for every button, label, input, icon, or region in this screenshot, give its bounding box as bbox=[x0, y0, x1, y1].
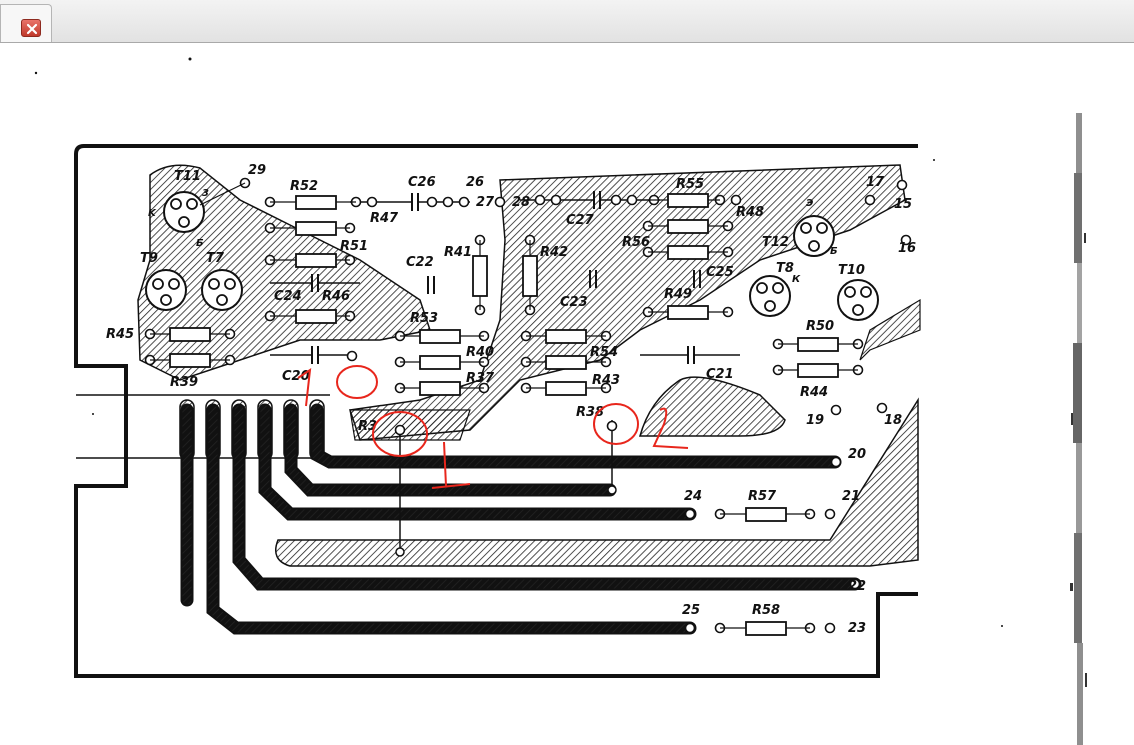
label-R40: R40 bbox=[466, 345, 494, 360]
label-R45: R45 bbox=[106, 327, 134, 342]
copper-area-right bbox=[639, 376, 786, 437]
pin-22: 22 bbox=[848, 579, 866, 594]
pin-18: 18 bbox=[884, 413, 902, 428]
label-R51: R51 bbox=[340, 239, 368, 254]
annotation-circle-2 bbox=[372, 411, 428, 457]
pin-labels: 29 26 27 28 17 15 16 19 18 20 21 22 23 2… bbox=[248, 163, 916, 636]
label-R50: R50 bbox=[806, 319, 834, 334]
label-R31: R3 bbox=[358, 419, 377, 434]
label-C24: C24 bbox=[274, 289, 302, 304]
svg-text:Б: Б bbox=[830, 246, 838, 257]
label-R48: R48 bbox=[736, 205, 764, 220]
label-C20: C20 bbox=[282, 369, 310, 384]
label-R38: R38 bbox=[576, 405, 604, 420]
label-T12: T12 bbox=[762, 235, 789, 250]
pin-23: 23 bbox=[848, 621, 866, 636]
label-R37: R37 bbox=[466, 371, 495, 386]
label-T10: T10 bbox=[838, 263, 865, 278]
label-R49: R49 bbox=[664, 287, 692, 302]
close-icon bbox=[26, 23, 38, 35]
label-R57: R57 bbox=[748, 489, 777, 504]
label-R56: R56 bbox=[622, 235, 650, 250]
svg-text:3: 3 bbox=[202, 188, 209, 199]
annotation-mark-3: 1 bbox=[446, 479, 447, 481]
pin-16: 16 bbox=[898, 241, 916, 256]
label-C23: C23 bbox=[560, 295, 588, 310]
close-tab-button[interactable] bbox=[21, 19, 41, 37]
pin-20: 20 bbox=[848, 447, 866, 462]
label-R41: R41 bbox=[444, 245, 472, 260]
annotation-circle-3 bbox=[593, 403, 639, 445]
label-C27: C27 bbox=[566, 213, 595, 228]
label-T8: T8 bbox=[776, 261, 794, 276]
svg-text:Э: Э bbox=[806, 198, 813, 209]
label-R54: R54 bbox=[590, 345, 618, 360]
label-C21: C21 bbox=[706, 367, 734, 382]
label-C25: C25 bbox=[706, 265, 734, 280]
label-T7: T7 bbox=[206, 251, 225, 266]
edge-fingers bbox=[179, 399, 325, 461]
copper-area-bottom-right bbox=[275, 397, 919, 567]
label-C26: C26 bbox=[408, 175, 436, 190]
copper-area-left bbox=[137, 164, 431, 381]
label-R55: R55 bbox=[676, 177, 704, 192]
svg-text:К: К bbox=[792, 274, 801, 285]
board-outline bbox=[74, 144, 918, 678]
label-R42: R42 bbox=[540, 245, 568, 260]
annotation-mark-2: 2 bbox=[660, 439, 661, 441]
red-annotations bbox=[297, 365, 689, 489]
label-R46: R46 bbox=[322, 289, 350, 304]
tab-bar bbox=[0, 0, 1134, 43]
label-R53: R53 bbox=[410, 311, 438, 326]
component-labels: T11 T9 T7 T12 T8 T10 R52 R47 R51 R46 R45… bbox=[106, 169, 865, 618]
transistor-pin-letters: K 3 Б К Э Б bbox=[148, 188, 838, 285]
label-R39: R39 bbox=[170, 375, 198, 390]
label-C22: C22 bbox=[406, 255, 434, 270]
annotation-circle-1 bbox=[336, 365, 378, 399]
label-T9: T9 bbox=[140, 251, 158, 266]
pin-17: 17 bbox=[866, 175, 885, 190]
pin-25: 25 bbox=[682, 603, 700, 618]
pcb-diagram: T11 T9 T7 T12 T8 T10 R52 R47 R51 R46 R45… bbox=[34, 57, 1003, 678]
pin-28: 28 bbox=[512, 195, 530, 210]
pin-19: 19 bbox=[806, 413, 824, 428]
pin-27: 27 bbox=[476, 195, 495, 210]
scan-edge-noise bbox=[1070, 113, 1087, 745]
label-R52: R52 bbox=[290, 179, 318, 194]
annotation-mark-1: 1 bbox=[300, 399, 301, 401]
image-viewer[interactable]: T11 T9 T7 T12 T8 T10 R52 R47 R51 R46 R45… bbox=[0, 43, 1134, 745]
label-R44: R44 bbox=[800, 385, 828, 400]
pin-29: 29 bbox=[248, 163, 266, 178]
document-tab[interactable] bbox=[0, 4, 52, 42]
svg-text:Б: Б bbox=[196, 238, 204, 249]
svg-text:K: K bbox=[148, 208, 157, 219]
pin-26: 26 bbox=[466, 175, 484, 190]
pin-15: 15 bbox=[894, 197, 912, 212]
pin-24: 24 bbox=[684, 489, 702, 504]
label-R58: R58 bbox=[752, 603, 780, 618]
label-R43: R43 bbox=[592, 373, 620, 388]
pin-21: 21 bbox=[842, 489, 860, 504]
resistor-bodies bbox=[169, 193, 839, 636]
label-R47: R47 bbox=[370, 211, 399, 226]
label-T11: T11 bbox=[174, 169, 201, 184]
